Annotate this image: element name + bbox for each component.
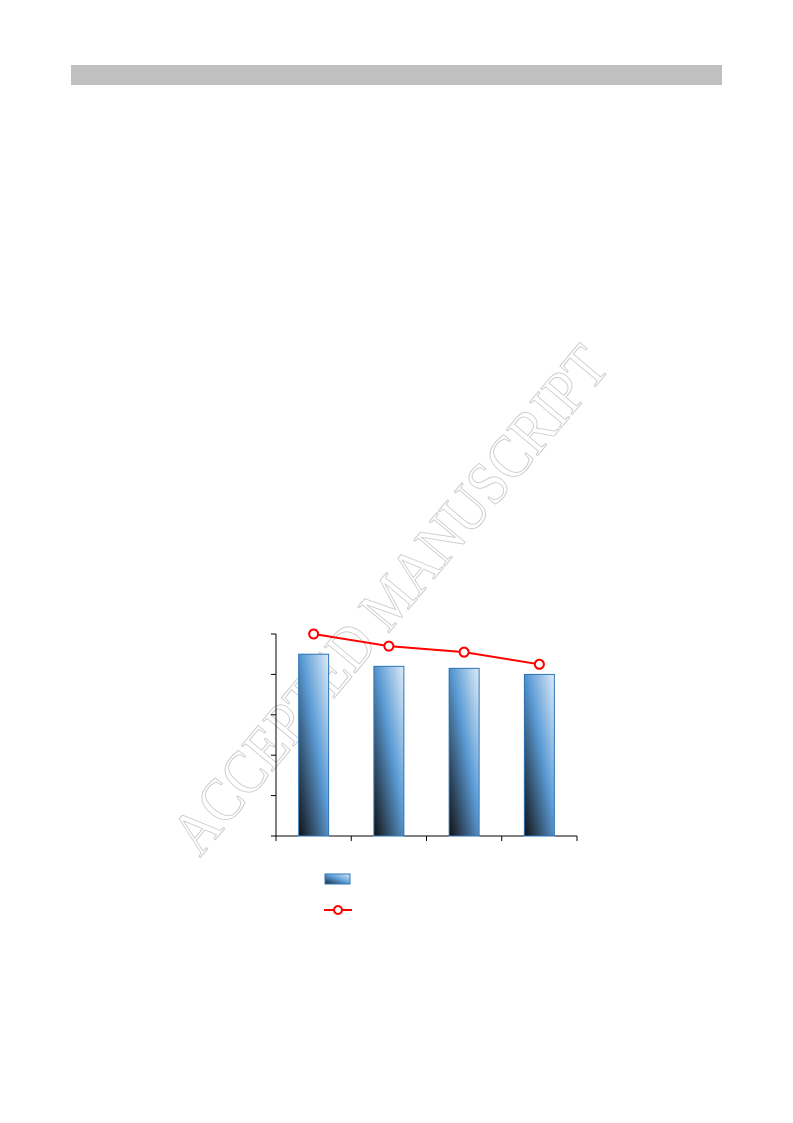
line-point [533, 658, 545, 670]
header-bar [71, 65, 722, 85]
bar-series [298, 653, 555, 837]
bar [298, 653, 330, 837]
legend-line-marker [333, 905, 343, 915]
line-point [308, 628, 320, 640]
line-point [383, 640, 395, 652]
line-series [308, 628, 545, 670]
series-line [313, 633, 540, 666]
bar [448, 667, 480, 837]
bar [373, 665, 405, 837]
bar [523, 673, 555, 837]
legend-bar-swatch [324, 873, 351, 885]
legend [324, 873, 352, 915]
line-point [458, 646, 470, 658]
